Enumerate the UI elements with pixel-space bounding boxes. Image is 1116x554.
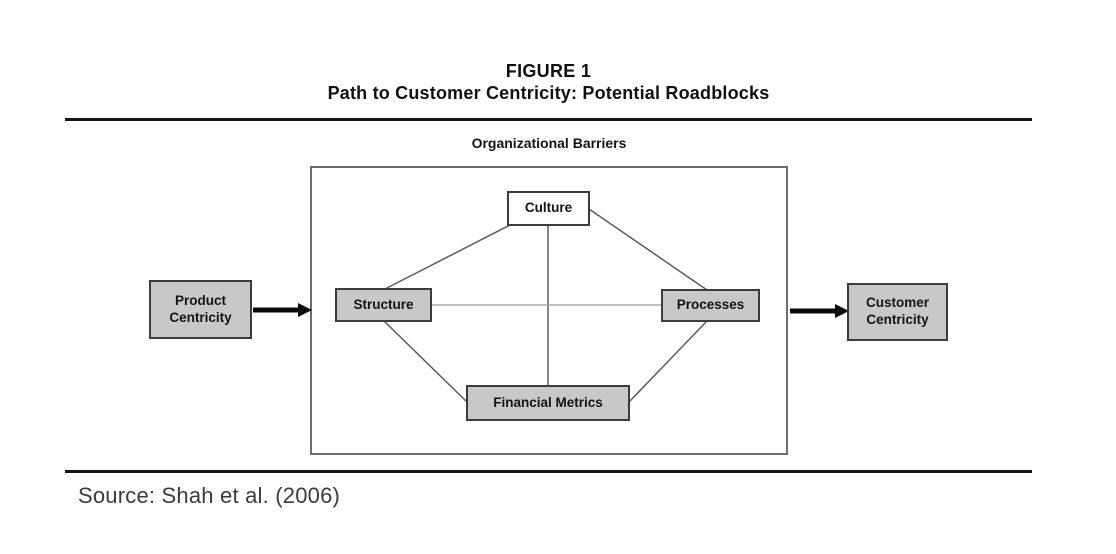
node-product-centricity-label: Product Centricity	[169, 292, 232, 325]
node-structure-label: Structure	[353, 296, 414, 312]
node-customer-centricity-label: Customer Centricity	[865, 295, 929, 327]
bottom-rule	[65, 470, 1032, 473]
organizational-barriers-label: Organizational Barriers	[471, 135, 627, 151]
node-financial-metrics-label: Financial Metrics	[493, 394, 603, 410]
edge-structure-financial	[383, 320, 468, 403]
edge-processes-financial	[628, 321, 707, 403]
figure-title: Path to Customer Centricity: Potential R…	[327, 83, 770, 103]
node-processes-label: Processes	[676, 297, 745, 313]
node-culture-label: Culture	[524, 200, 573, 216]
node-product-centricity: Product Centricity	[149, 280, 252, 339]
node-customer-centricity: Customer Centricity	[847, 283, 948, 341]
figure-number: FIGURE 1	[505, 61, 592, 81]
node-culture: Culture	[507, 191, 590, 226]
top-rule	[65, 118, 1032, 121]
arrow-product-to-barriers	[253, 303, 312, 317]
source-text: Source: Shah et al. (2006)	[78, 483, 341, 508]
node-structure: Structure	[335, 288, 432, 322]
arrow-barriers-to-customer	[790, 304, 849, 318]
figure-heading: FIGURE 1 Path to Customer Centricity: Po…	[65, 60, 1032, 104]
edge-culture-structure	[384, 224, 511, 290]
node-processes: Processes	[661, 289, 760, 322]
node-financial-metrics: Financial Metrics	[466, 385, 630, 421]
edge-culture-processes	[588, 208, 708, 291]
